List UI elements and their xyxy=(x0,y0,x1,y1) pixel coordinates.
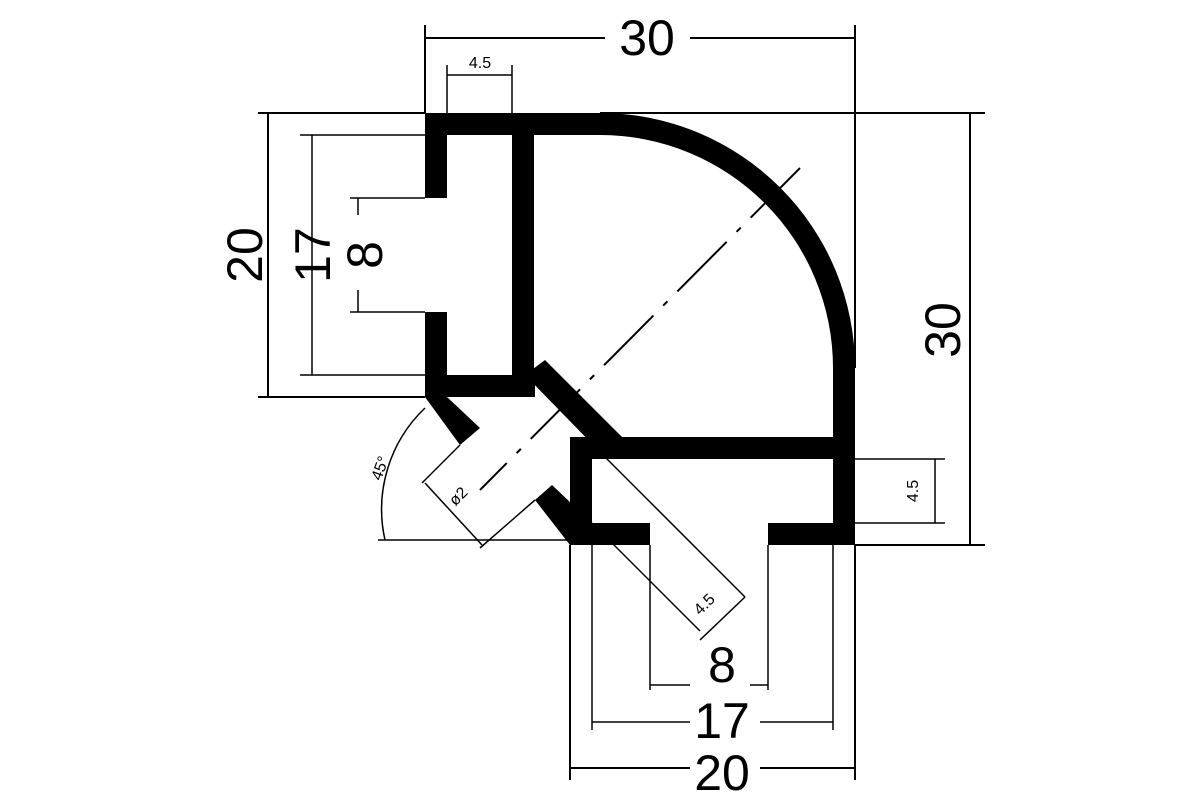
dim-left-height-label: 20 xyxy=(217,227,273,283)
dim-left-slot-outer-label: 17 xyxy=(285,227,341,283)
dim-right: 30 4.5 xyxy=(600,112,985,546)
right-wall-lower xyxy=(833,437,855,545)
profile-section xyxy=(425,113,855,545)
diagonal-lip-upper xyxy=(425,397,480,445)
left-wall-upper xyxy=(425,113,447,198)
dim-left: 20 17 8 xyxy=(217,112,425,398)
dim-diagonal-wall-label: 4.5 xyxy=(691,591,719,619)
diagonal-web xyxy=(525,360,622,452)
left-bottom-bar xyxy=(425,375,535,397)
inner-vertical-web xyxy=(512,113,534,383)
inner-horizontal-web xyxy=(570,437,855,459)
bottom-flange-left xyxy=(570,523,650,545)
dim-top-30: 30 xyxy=(424,10,856,368)
dim-right-height-label: 30 xyxy=(915,302,971,358)
dim-bottom-width-label: 20 xyxy=(694,745,750,800)
diagonal-center-line xyxy=(479,167,801,491)
bottom-flange-right xyxy=(768,523,855,545)
diagonal-lip-lower xyxy=(535,485,592,545)
dim-angle-label: 45° xyxy=(369,454,393,483)
dim-diagonal-hole-label: ø2 xyxy=(446,484,471,509)
dim-right-slot-label: 4.5 xyxy=(905,480,922,502)
dim-top-width-label: 30 xyxy=(619,10,675,66)
dim-bottom-slot-inner-label: 8 xyxy=(708,637,736,693)
dim-bottom: 20 17 8 xyxy=(569,545,856,800)
quarter-arc-wall xyxy=(600,113,855,440)
dim-top-4-5: 4.5 xyxy=(446,55,513,113)
dim-bottom-slot-outer-label: 17 xyxy=(694,693,750,749)
dim-diagonal-hole: ø2 xyxy=(421,444,536,549)
dim-left-slot-inner-label: 8 xyxy=(337,241,393,269)
dim-diagonal-4-5: 4.5 xyxy=(591,451,746,641)
dim-top-slot-label: 4.5 xyxy=(469,55,491,72)
